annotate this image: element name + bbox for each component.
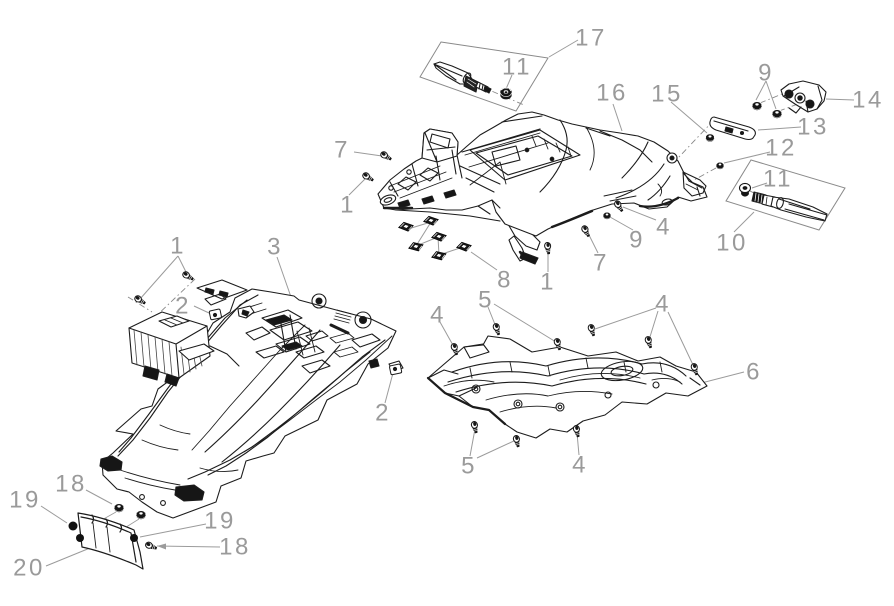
svg-text:11: 11 [502,54,532,81]
svg-text:1: 1 [340,192,356,219]
svg-text:20: 20 [13,555,45,582]
svg-text:14: 14 [852,87,884,114]
svg-text:8: 8 [497,267,513,294]
svg-text:19: 19 [204,508,236,535]
svg-text:4: 4 [572,452,588,479]
svg-text:19: 19 [9,487,41,514]
svg-text:18: 18 [219,534,251,561]
svg-text:9: 9 [629,227,645,254]
svg-text:17: 17 [575,25,607,52]
svg-text:15: 15 [651,81,683,108]
svg-text:5: 5 [478,287,494,314]
svg-text:1: 1 [170,233,186,260]
svg-text:4: 4 [430,302,446,329]
svg-text:7: 7 [593,250,609,277]
svg-text:7: 7 [334,137,350,164]
svg-text:4: 4 [655,291,671,318]
svg-text:10: 10 [716,230,748,257]
svg-text:2: 2 [175,293,191,320]
svg-text:13: 13 [797,114,829,141]
svg-text:3: 3 [267,234,283,261]
svg-text:6: 6 [746,359,762,386]
svg-text:16: 16 [596,80,628,107]
svg-text:12: 12 [765,135,797,162]
svg-text:1: 1 [540,269,556,296]
svg-text:2: 2 [375,400,391,427]
svg-text:18: 18 [55,471,87,498]
svg-text:4: 4 [656,214,672,241]
svg-text:11: 11 [763,166,793,193]
svg-text:5: 5 [461,453,477,480]
svg-text:9: 9 [758,60,774,87]
